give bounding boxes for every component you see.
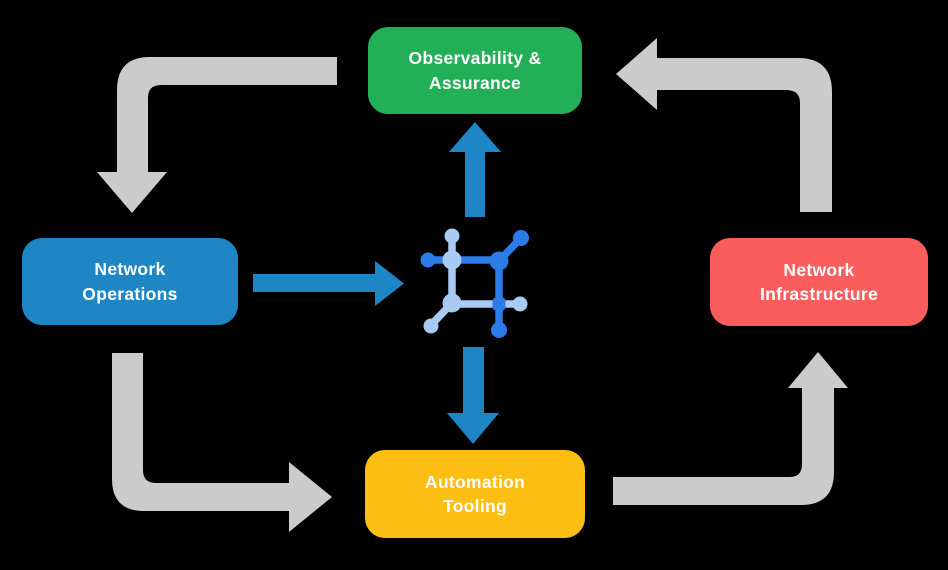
icon-topleft-corner-node [442,250,462,270]
icon-topright-corner-node [489,251,509,271]
arrow-observability-to-operations [97,57,337,213]
node-network-operations-label: Network Operations [82,259,178,304]
icon-bottomright-corner-node [492,297,506,311]
node-observability-assurance-label: Observability & Assurance [408,48,542,93]
arrow-platform-to-automation [447,347,499,444]
arrow-infrastructure-to-observability [616,38,832,212]
node-network-infrastructure-label: Network Infrastructure [760,259,878,304]
icon-right-dot-light [512,296,528,312]
icon-left-dot-dark [420,252,436,268]
icon-top-dot-light [444,228,460,244]
node-automation-tooling: Automation Tooling [365,450,585,538]
icon-bottomleft-corner-node [442,293,462,313]
arrow-platform-to-observability [449,122,501,217]
network-nodes-icon [420,228,529,338]
node-observability-assurance: Observability & Assurance [368,27,582,114]
icon-bottomleft-dot-light [423,318,439,334]
icon-topright-dot-dark [513,230,529,246]
arrow-operations-to-automation [112,353,332,532]
node-automation-tooling-label: Automation Tooling [424,471,526,516]
arrow-operations-to-platform [253,261,404,306]
icon-bottom-dot-dark [491,322,507,338]
arrow-automation-to-infrastructure [613,352,848,505]
node-network-operations: Network Operations [22,238,238,325]
node-network-infrastructure: Network Infrastructure [710,238,928,326]
